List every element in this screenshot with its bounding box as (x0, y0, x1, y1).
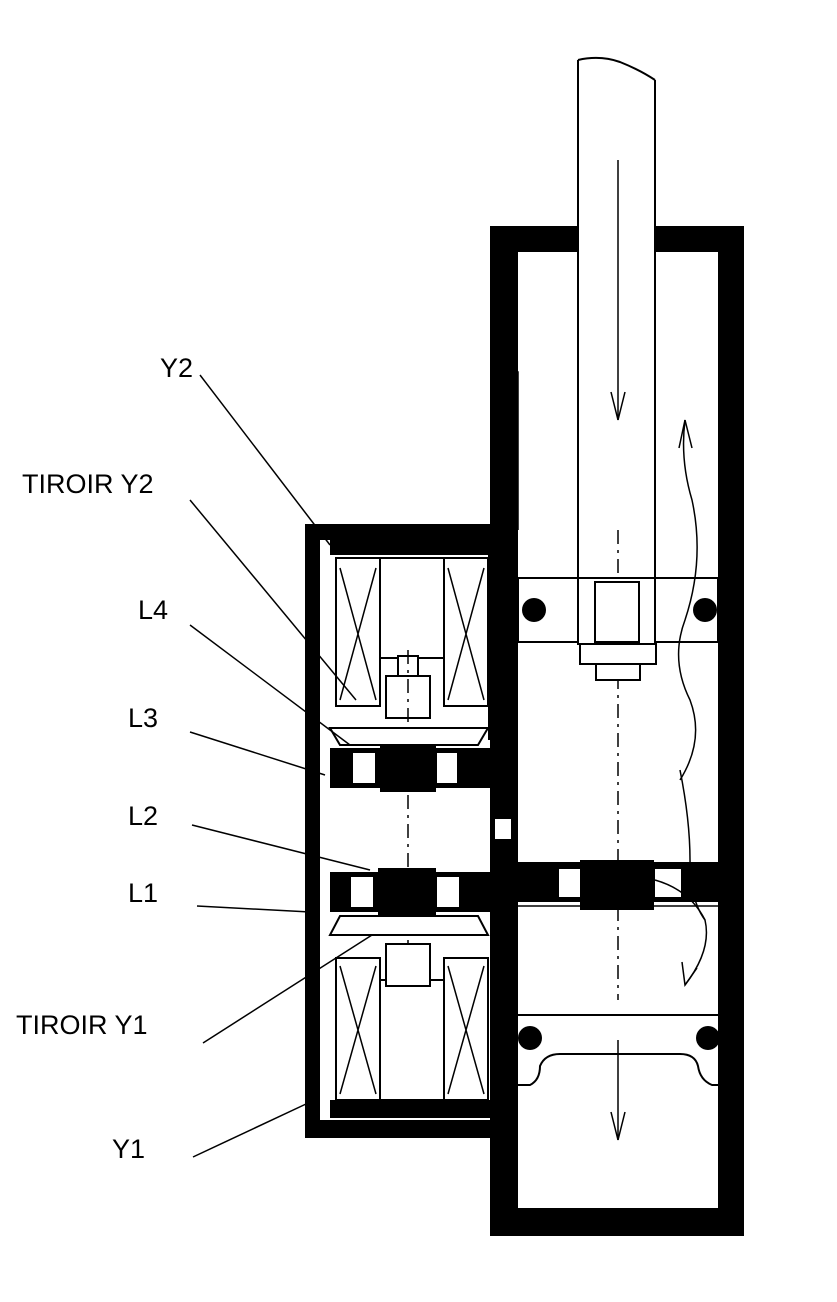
leader-tiroir-y2 (189, 499, 357, 701)
solenoid-valve-housing (305, 372, 508, 1138)
flow-arrow-down-right (681, 961, 698, 988)
tiroir-y1-plate (328, 915, 490, 936)
leader-l4 (189, 624, 351, 746)
lower-piston (518, 1014, 720, 1141)
leader-l1 (196, 905, 311, 913)
piston-rod (577, 56, 656, 1000)
o-ring-right-lower (696, 1026, 720, 1050)
label-l4: L4 (138, 595, 168, 625)
leader-y1 (192, 1103, 307, 1158)
label-tiroir-y1: TIROIR Y1 (16, 1010, 148, 1040)
leader-tiroir-y1 (202, 934, 373, 1044)
middle-piston (518, 860, 718, 910)
valve-seat-lower (330, 868, 490, 916)
tiroir-y2-plate (328, 727, 490, 746)
o-ring-right-upper (693, 598, 717, 622)
label-l2: L2 (128, 801, 158, 831)
leader-l3 (189, 731, 326, 776)
label-l3: L3 (128, 703, 158, 733)
label-l1: L1 (128, 878, 158, 908)
label-y1: Y1 (112, 1134, 145, 1164)
upper-piston-head (517, 577, 719, 681)
label-tiroir-y2: TIROIR Y2 (22, 469, 154, 499)
valve-seat-upper (330, 744, 490, 792)
flow-curves (654, 419, 708, 988)
coil-y1 (335, 943, 489, 1101)
leader-lines (189, 374, 373, 1158)
label-y2: Y2 (160, 353, 193, 383)
o-ring-left-lower (518, 1026, 542, 1050)
leader-l2 (191, 824, 371, 871)
o-ring-left-upper (522, 598, 546, 622)
coil-y2 (335, 557, 489, 1020)
leader-y2 (199, 374, 331, 546)
flow-arrow-up (678, 419, 693, 449)
